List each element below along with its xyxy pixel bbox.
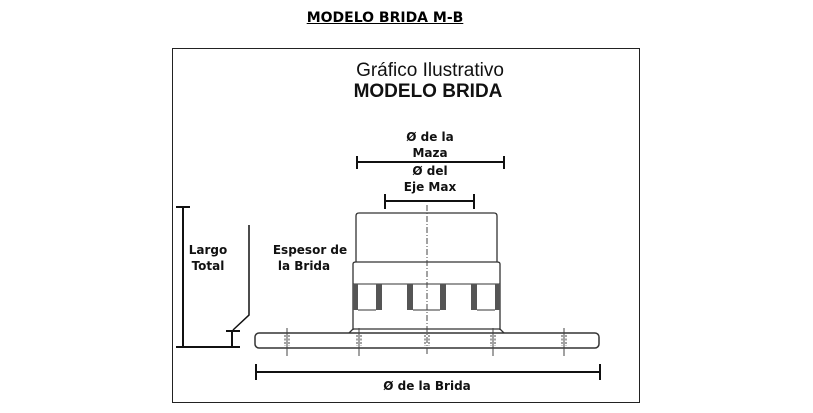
dimension-brida xyxy=(255,364,601,380)
diagram-subtitle: MODELO BRIDA xyxy=(354,81,503,102)
label-espesor-2: la Brida xyxy=(278,259,330,273)
dimension-maza xyxy=(356,156,505,169)
dimension-espesor xyxy=(226,225,250,347)
label-largo-2: Total xyxy=(192,259,225,273)
page-heading: MODELO BRIDA M-B xyxy=(306,10,464,26)
bolt-holes xyxy=(284,328,567,356)
dimension-eje xyxy=(384,194,475,209)
diagram-title: Gráfico Ilustrativo xyxy=(356,60,504,81)
dimension-largo-total xyxy=(176,206,240,348)
label-largo-1: Largo xyxy=(189,243,228,257)
label-maza-1: Ø de la xyxy=(406,130,454,144)
label-eje-1: Ø del xyxy=(412,164,447,178)
label-espesor-1: Espesor de xyxy=(273,243,347,257)
diagram-frame xyxy=(172,48,640,403)
label-maza-2: Maza xyxy=(412,146,447,160)
label-brida: Ø de la Brida xyxy=(383,379,471,393)
label-eje-2: Eje Max xyxy=(404,180,457,194)
